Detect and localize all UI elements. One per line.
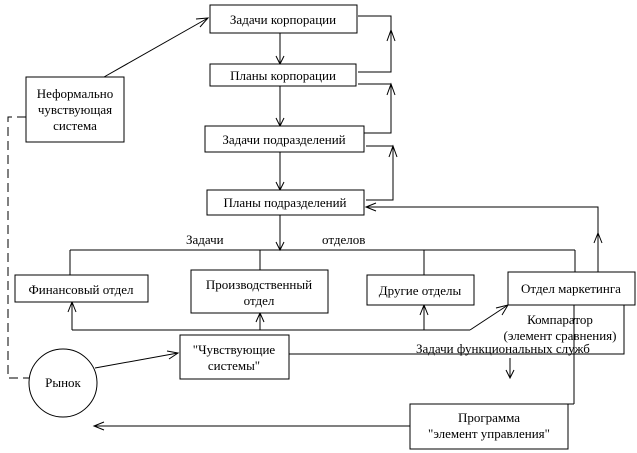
marketing-label: Отдел маркетинга: [521, 281, 621, 296]
tasks-word-label: Задачи: [186, 232, 224, 247]
box-other-departments: Другие отделы: [366, 274, 475, 306]
arrowhead: [166, 350, 180, 360]
marketing-to-div-plans: [366, 206, 599, 272]
feedback-loop-1-top: [358, 15, 392, 30]
departments-word-label: отделов: [322, 232, 365, 247]
market-circle: Рынок: [28, 348, 98, 418]
sensing-line-1: "Чувствующие: [193, 342, 276, 357]
box-div-tasks: Задачи подразделений: [204, 125, 365, 153]
feedback-loop-3: [366, 146, 394, 201]
corp-plans-label: Планы корпорации: [230, 68, 336, 83]
arrowhead: [505, 369, 515, 380]
box-div-plans: Планы подразделений: [206, 189, 365, 216]
other-label: Другие отделы: [379, 283, 462, 298]
box-production-department: Производственный отдел: [190, 269, 329, 314]
arrowhead: [364, 202, 377, 212]
market-label: Рынок: [45, 375, 81, 390]
finance-label: Финансовый отдел: [29, 282, 134, 297]
arrowhead: [92, 421, 105, 431]
informal-line-2: чувствующая: [38, 102, 112, 117]
program-line-2: "элемент управления": [428, 426, 550, 441]
connectors: [7, 15, 629, 431]
informal-to-corp-tasks: [103, 17, 209, 78]
comparator-line-2: (элемент сравнения): [504, 328, 617, 343]
informal-line-3: система: [53, 118, 97, 133]
sensing-line-2: системы": [208, 358, 260, 373]
informal-line-1: Неформально: [37, 86, 113, 101]
box-finance-department: Финансовый отдел: [14, 274, 149, 303]
box-sensing-systems: "Чувствующие системы": [179, 334, 290, 380]
corp-tasks-label: Задачи корпорации: [230, 12, 336, 27]
market-to-informal-dashed: [7, 116, 34, 379]
production-line-1: Производственный: [206, 277, 312, 292]
div-tasks-label: Задачи подразделений: [222, 132, 345, 147]
arrowhead: [195, 17, 210, 28]
arrowhead: [593, 231, 603, 244]
comparator-line-1: Компаратор: [527, 312, 593, 327]
box-informal-system: Неформально чувствующая система: [25, 76, 125, 143]
sensing-to-marketing: [289, 283, 625, 355]
box-marketing-department: Отдел маркетинга: [507, 271, 636, 306]
marketing-to-bottom: [469, 304, 509, 331]
box-program: Программа "элемент управления": [409, 403, 569, 450]
box-corp-tasks: Задачи корпорации: [209, 4, 358, 34]
box-corp-plans: Планы корпорации: [209, 63, 357, 87]
program-line-1: Программа: [458, 410, 520, 425]
div-plans-label: Планы подразделений: [224, 195, 347, 210]
functional-tasks-label: Задачи функциональных служб: [416, 341, 590, 356]
feedback-loop-2: [358, 84, 392, 134]
production-line-2: отдел: [244, 293, 275, 308]
market-to-sensing: [94, 352, 179, 369]
feedback-loop-1: [358, 30, 392, 73]
